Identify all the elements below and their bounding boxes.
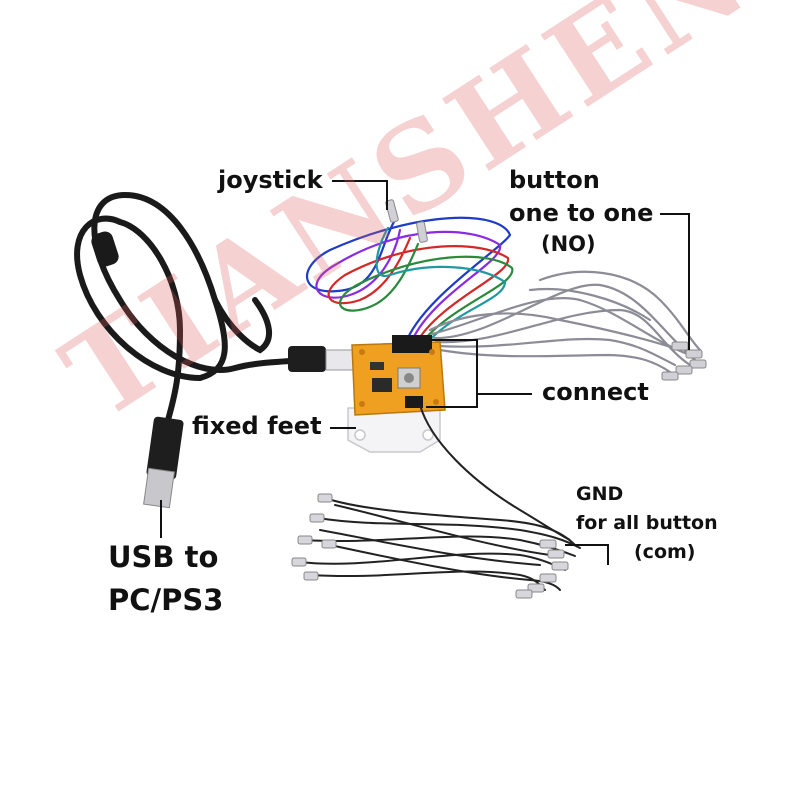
usb-label-line1: USB to [108,540,219,574]
usb-label-line2: PC/PS3 [108,583,224,617]
usb-cable [74,191,338,423]
ferrite-bead [91,231,119,267]
fixed-feet-label: fixed feet [192,412,322,440]
usb-plug [143,416,184,509]
callout-lines [160,180,690,565]
button-label-line1: button [509,166,600,194]
connect-callout [426,339,532,408]
gray-button-wires [428,270,702,374]
fixed-feet [347,407,441,453]
joystick-label: joystick [218,166,323,194]
joystick-wires [305,216,514,347]
usb-b-plug [288,346,357,372]
black-wire-terminals [291,493,569,599]
gnd-callout [565,544,609,565]
gray-wire-terminals [661,341,707,381]
joystick-callout [332,180,388,210]
gnd-label-line2: for all button [576,512,718,534]
button-label-line3: (NO) [541,232,596,256]
joystick-terminals [385,199,428,243]
black-button-wires [299,497,581,591]
button-callout [660,213,690,350]
pcb-board [351,335,446,416]
button-label-line2: one to one [509,199,654,227]
gnd-label-line3: (com) [634,541,696,563]
gnd-label-line1: GND [576,483,624,505]
connect-label: connect [542,378,649,406]
